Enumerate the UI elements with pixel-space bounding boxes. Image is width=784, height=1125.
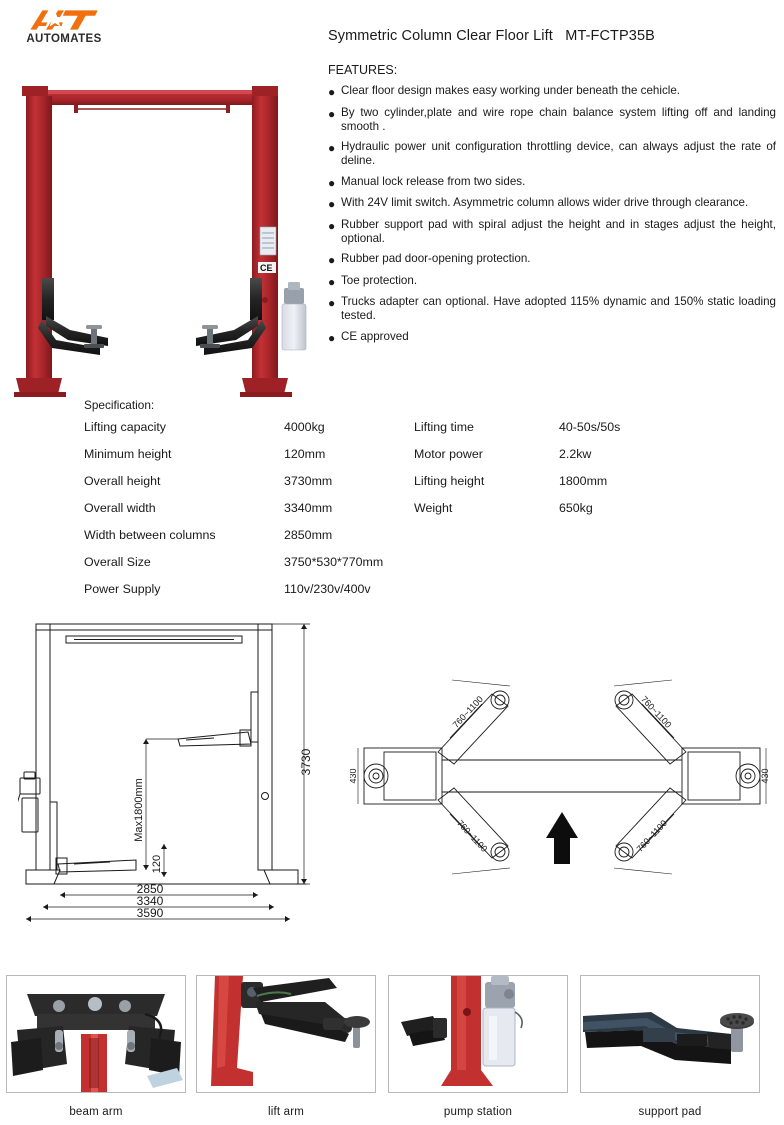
page-title: Symmetric Column Clear Floor Lift MT-FCT…: [328, 28, 655, 44]
beam-arm-photo: [6, 975, 186, 1093]
feature-text: Rubber pad door-opening protection.: [341, 252, 531, 265]
spec-value: 1800mm: [559, 474, 608, 488]
feature-text: With 24V limit switch. Asymmetric column…: [341, 196, 749, 209]
spec-value: 3730mm: [284, 474, 333, 488]
support-pad-photo: [580, 975, 760, 1093]
dim-column-depth-right: 430: [760, 768, 770, 783]
feature-item: ● Trucks adapter can optional. Have adop…: [328, 295, 776, 323]
photo-caption: pump station: [443, 1106, 513, 1118]
bullet-icon: ●: [328, 296, 336, 310]
bullet-icon: ●: [328, 330, 336, 345]
spec-value: 40-50s/50s: [559, 420, 621, 434]
spec-value: 3340mm: [284, 501, 333, 515]
brand-name: AUTOMATES: [26, 33, 102, 45]
specification-title: Specification:: [84, 398, 155, 412]
dim-arm-reach-top-left: 760~1100: [451, 694, 485, 730]
spec-label: Overall Size: [84, 555, 151, 569]
dim-overall-width: 3340: [137, 894, 164, 908]
feature-text: Toe protection.: [341, 273, 418, 287]
spec-label: Overall height: [84, 474, 161, 488]
spec-row: Overall width 3340mm Weight 650kg: [84, 501, 724, 528]
photo-cell-pump-station: pump station: [388, 975, 568, 1118]
spec-value: 3750*530*770mm: [284, 555, 384, 569]
spec-label: Weight: [414, 501, 453, 515]
dim-overall-height: 3730: [299, 748, 313, 775]
spec-row: Power Supply 110v/230v/400v: [84, 582, 724, 609]
specification-section: Specification: Lifting capacity 4000kg L…: [84, 398, 724, 609]
spec-row: Overall Size 3750*530*770mm: [84, 555, 724, 582]
svg-text:CE: CE: [260, 263, 273, 273]
spec-label: Overall width: [84, 501, 156, 515]
at-monogram-star-icon: [28, 8, 100, 32]
dim-max-lift-height: Max1800mm: [133, 778, 145, 842]
feature-item: ● By two cylinder,plate and wire rope ch…: [328, 106, 776, 134]
spec-value: 4000kg: [284, 420, 325, 434]
spec-row: Width between columns 2850mm: [84, 528, 724, 555]
pump-station-photo: [388, 975, 568, 1093]
feature-text: By two cylinder,plate and wire rope chai…: [341, 105, 776, 133]
spec-row: Minimum height 120mm Motor power 2.2kw: [84, 447, 724, 474]
spec-row: Overall height 3730mm Lifting height 180…: [84, 474, 724, 501]
spec-value: 110v/230v/400v: [284, 582, 371, 596]
bullet-icon: ●: [328, 106, 336, 121]
features-section: FEATURES: ● Clear floor design makes eas…: [328, 63, 776, 351]
spec-value: 2.2kw: [559, 447, 592, 461]
feature-text: Trucks adapter can optional. Have adopte…: [341, 295, 776, 322]
bullet-icon: ●: [328, 175, 336, 190]
features-heading: FEATURES:: [328, 63, 398, 77]
spec-label: Lifting height: [414, 474, 485, 488]
detail-photo-strip: beam arm lift arm: [0, 975, 784, 1125]
feature-text: Rubber support pad with spiral adjust th…: [341, 217, 776, 245]
technical-drawings: 3730 Max1800mm 120 2850 3340 3590: [0, 612, 784, 962]
photo-caption: lift arm: [267, 1106, 305, 1118]
dim-width-between-columns: 2850: [137, 882, 164, 896]
spec-label: Minimum height: [84, 447, 172, 461]
drive-in-arrow-icon: [546, 812, 578, 864]
bullet-icon: ●: [328, 253, 336, 267]
feature-item: ● Clear floor design makes easy working …: [328, 84, 776, 99]
brand-logo: AUTOMATES: [18, 8, 118, 52]
feature-text: Hydraulic power unit configuration throt…: [341, 140, 776, 167]
spec-label: Lifting capacity: [84, 420, 166, 434]
photo-cell-lift-arm: lift arm: [196, 975, 376, 1118]
dim-arm-reach-bottom-right: 760~1100: [635, 818, 669, 854]
feature-text: CE approved: [341, 329, 409, 343]
dim-column-depth-left: 430: [350, 768, 358, 783]
feature-text: Clear floor design makes easy working un…: [341, 84, 680, 97]
feature-item: ● Manual lock release from two sides.: [328, 175, 776, 190]
spec-value: 2850mm: [284, 528, 333, 542]
bullet-icon: ●: [328, 141, 336, 155]
front-elevation-drawing: 3730 Max1800mm 120 2850 3340 3590: [16, 612, 338, 952]
feature-item: ● Toe protection.: [328, 274, 776, 289]
spec-value: 650kg: [559, 501, 593, 515]
spec-row: Lifting capacity 4000kg Lifting time 40-…: [84, 420, 724, 447]
dim-arm-reach-top-right: 760~1100: [639, 694, 673, 730]
spec-value: 120mm: [284, 447, 326, 461]
spec-label: Motor power: [414, 447, 483, 461]
photo-caption: beam arm: [69, 1106, 123, 1118]
spec-label: Lifting time: [414, 420, 474, 434]
photo-caption: support pad: [638, 1106, 702, 1118]
feature-item: ● Hydraulic power unit configuration thr…: [328, 140, 776, 168]
photo-cell-support-pad: support pad: [580, 975, 760, 1118]
plan-view-drawing: 430 430 760~1100 760~1100 760~1100 760~1…: [348, 652, 774, 902]
feature-item: ● Rubber support pad with spiral adjust …: [328, 218, 776, 246]
feature-item: ● CE approved: [328, 330, 776, 345]
photo-cell-beam-arm: beam arm: [6, 975, 186, 1118]
spec-label: Power Supply: [84, 582, 161, 596]
dim-outer-width: 3590: [137, 906, 164, 920]
lift-arm-photo: [196, 975, 376, 1093]
bullet-icon: ●: [328, 274, 336, 289]
feature-item: ● With 24V limit switch. Asymmetric colu…: [328, 196, 776, 211]
bullet-icon: ●: [328, 85, 336, 99]
dim-arm-reach-bottom-left: 760~1100: [455, 818, 489, 854]
feature-item: ● Rubber pad door-opening protection.: [328, 252, 776, 267]
bullet-icon: ●: [328, 218, 336, 233]
bullet-icon: ●: [328, 197, 336, 211]
dim-minimum-height: 120: [151, 855, 163, 873]
spec-label: Width between columns: [84, 528, 216, 542]
feature-text: Manual lock release from two sides.: [341, 174, 526, 188]
product-photo: CE: [12, 82, 312, 402]
specification-table: Lifting capacity 4000kg Lifting time 40-…: [84, 420, 724, 609]
